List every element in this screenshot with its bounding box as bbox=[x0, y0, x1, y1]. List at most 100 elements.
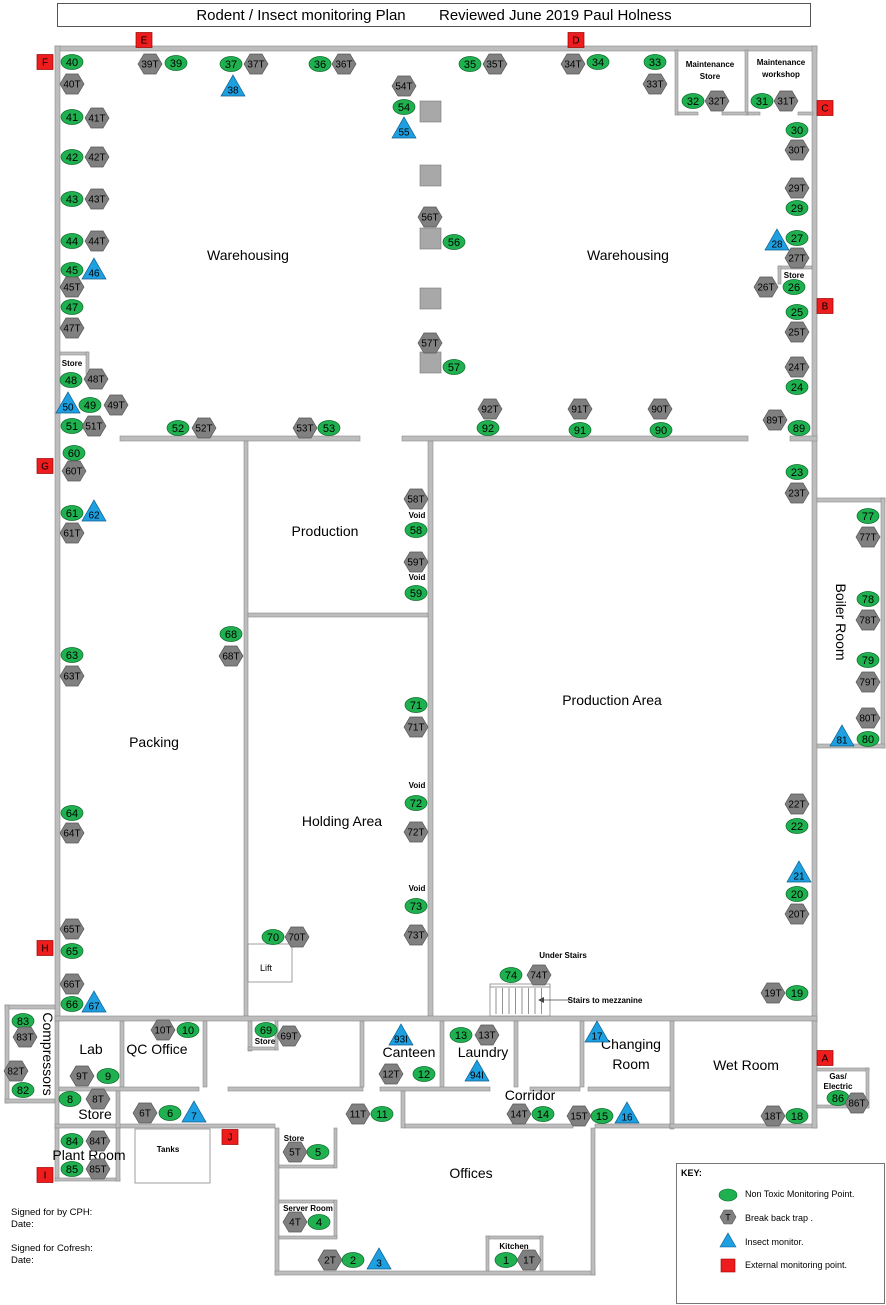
non-toxic-point-57: 57 bbox=[442, 359, 466, 375]
svg-text:7: 7 bbox=[191, 1112, 197, 1123]
non-toxic-point-83: 83 bbox=[11, 1013, 35, 1029]
insect-monitor-3: 3 bbox=[366, 1247, 392, 1270]
break-back-trap-37T: 37T bbox=[243, 53, 269, 75]
room-label-changing-room-2: Room bbox=[612, 1056, 649, 1072]
svg-text:13T: 13T bbox=[478, 1031, 495, 1042]
svg-text:91T: 91T bbox=[571, 405, 588, 416]
break-back-trap-43T: 43T bbox=[84, 188, 110, 210]
break-back-trap-59T: 59T bbox=[403, 551, 429, 573]
room-label-stairs-mezzanine: Stairs to mezzanine bbox=[568, 996, 643, 1005]
svg-text:72: 72 bbox=[410, 798, 422, 810]
break-back-trap-39T: 39T bbox=[137, 53, 163, 75]
svg-text:86: 86 bbox=[832, 1093, 844, 1105]
non-toxic-point-35: 35 bbox=[458, 56, 482, 72]
svg-text:58: 58 bbox=[410, 525, 422, 537]
non-toxic-point-86: 86 bbox=[826, 1090, 850, 1106]
svg-text:74T: 74T bbox=[530, 971, 547, 982]
room-label-store-5: Store bbox=[284, 1134, 305, 1143]
break-back-trap-9T: 9T bbox=[69, 1065, 95, 1087]
svg-text:5T: 5T bbox=[289, 1148, 301, 1159]
room-label-store-69: Store bbox=[255, 1037, 276, 1046]
external-point-B: B bbox=[816, 298, 834, 314]
svg-text:67: 67 bbox=[88, 1002, 100, 1013]
svg-text:43T: 43T bbox=[88, 195, 105, 206]
non-toxic-point-20: 20 bbox=[785, 886, 809, 902]
svg-text:48T: 48T bbox=[87, 375, 104, 386]
legend-external-symbol bbox=[720, 1258, 736, 1273]
svg-text:27: 27 bbox=[791, 233, 803, 245]
external-point-F: F bbox=[36, 54, 54, 70]
svg-text:14: 14 bbox=[537, 1109, 549, 1121]
svg-text:54: 54 bbox=[398, 102, 410, 114]
room-label-warehousing-left: Warehousing bbox=[207, 247, 289, 263]
non-toxic-point-8: 8 bbox=[58, 1091, 82, 1107]
break-back-trap-54T: 54T bbox=[391, 75, 417, 97]
break-back-trap-74T: 74T bbox=[526, 964, 552, 986]
svg-text:83T: 83T bbox=[16, 1033, 33, 1044]
svg-text:60: 60 bbox=[68, 448, 80, 460]
break-back-trap-18T: 18T bbox=[760, 1105, 786, 1127]
room-label-kitchen: Kitchen bbox=[499, 1242, 528, 1251]
room-label-lift: Lift bbox=[260, 963, 273, 973]
non-toxic-point-49: 49 bbox=[78, 397, 102, 413]
svg-text:72T: 72T bbox=[407, 828, 424, 839]
room-label-packing: Packing bbox=[129, 734, 179, 750]
break-back-trap-61T: 61T bbox=[59, 522, 85, 544]
non-toxic-point-14: 14 bbox=[531, 1106, 555, 1122]
svg-text:89: 89 bbox=[793, 423, 805, 435]
svg-text:59: 59 bbox=[410, 588, 422, 600]
svg-text:66T: 66T bbox=[63, 980, 80, 991]
room-label-compressors: Compressors bbox=[40, 1012, 56, 1095]
svg-text:36T: 36T bbox=[335, 60, 352, 71]
room-label-void-58: Void bbox=[409, 511, 426, 520]
svg-text:24: 24 bbox=[791, 382, 803, 394]
svg-text:41: 41 bbox=[66, 112, 78, 124]
svg-text:D: D bbox=[572, 36, 579, 47]
break-back-trap-65T: 65T bbox=[59, 918, 85, 940]
svg-text:10T: 10T bbox=[154, 1026, 171, 1037]
non-toxic-point-72: 72 bbox=[404, 795, 428, 811]
break-back-trap-22T: 22T bbox=[784, 793, 810, 815]
svg-text:1T: 1T bbox=[523, 1256, 535, 1267]
svg-text:85T: 85T bbox=[89, 1165, 106, 1176]
non-toxic-point-27: 27 bbox=[785, 230, 809, 246]
room-label-offices: Offices bbox=[449, 1165, 492, 1181]
svg-text:70: 70 bbox=[267, 932, 279, 944]
svg-text:J: J bbox=[228, 1133, 233, 1144]
non-toxic-point-26: 26 bbox=[782, 279, 806, 295]
svg-text:40T: 40T bbox=[63, 80, 80, 91]
legend-insect-symbol bbox=[719, 1232, 737, 1248]
room-label-qc-office: QC Office bbox=[126, 1041, 187, 1057]
room-label-changing-room-1: Changing bbox=[601, 1036, 661, 1052]
stairs bbox=[489, 983, 570, 1017]
svg-text:F: F bbox=[42, 58, 48, 69]
non-toxic-point-66: 66 bbox=[60, 996, 84, 1012]
room-label-void-73: Void bbox=[409, 884, 426, 893]
svg-text:22: 22 bbox=[791, 821, 803, 833]
non-toxic-point-42: 42 bbox=[60, 149, 84, 165]
insect-monitor-93I: 93I bbox=[388, 1023, 414, 1046]
svg-text:19T: 19T bbox=[764, 989, 781, 1000]
break-back-trap-23T: 23T bbox=[784, 482, 810, 504]
break-back-trap-42T: 42T bbox=[84, 146, 110, 168]
non-toxic-point-40: 40 bbox=[60, 54, 84, 70]
non-toxic-point-15: 15 bbox=[590, 1108, 614, 1124]
break-back-trap-56T: 56T bbox=[417, 206, 443, 228]
break-back-trap-25T: 25T bbox=[784, 321, 810, 343]
svg-text:83: 83 bbox=[17, 1016, 29, 1028]
plan-review-note: Reviewed June 2019 Paul Holness bbox=[438, 6, 672, 24]
svg-text:29: 29 bbox=[791, 203, 803, 215]
insect-monitor-16: 16 bbox=[614, 1101, 640, 1124]
signature-cph-label: Signed for by CPH: bbox=[11, 1207, 93, 1218]
svg-text:81: 81 bbox=[836, 736, 848, 747]
svg-text:4: 4 bbox=[316, 1217, 322, 1229]
svg-text:73T: 73T bbox=[407, 931, 424, 942]
svg-text:10: 10 bbox=[182, 1025, 194, 1037]
svg-text:12: 12 bbox=[418, 1069, 430, 1081]
svg-text:56: 56 bbox=[448, 237, 460, 249]
room-label-production: Production bbox=[292, 523, 359, 539]
svg-text:8: 8 bbox=[67, 1094, 73, 1106]
break-back-trap-53T: 53T bbox=[292, 417, 318, 439]
svg-text:66: 66 bbox=[66, 999, 78, 1011]
